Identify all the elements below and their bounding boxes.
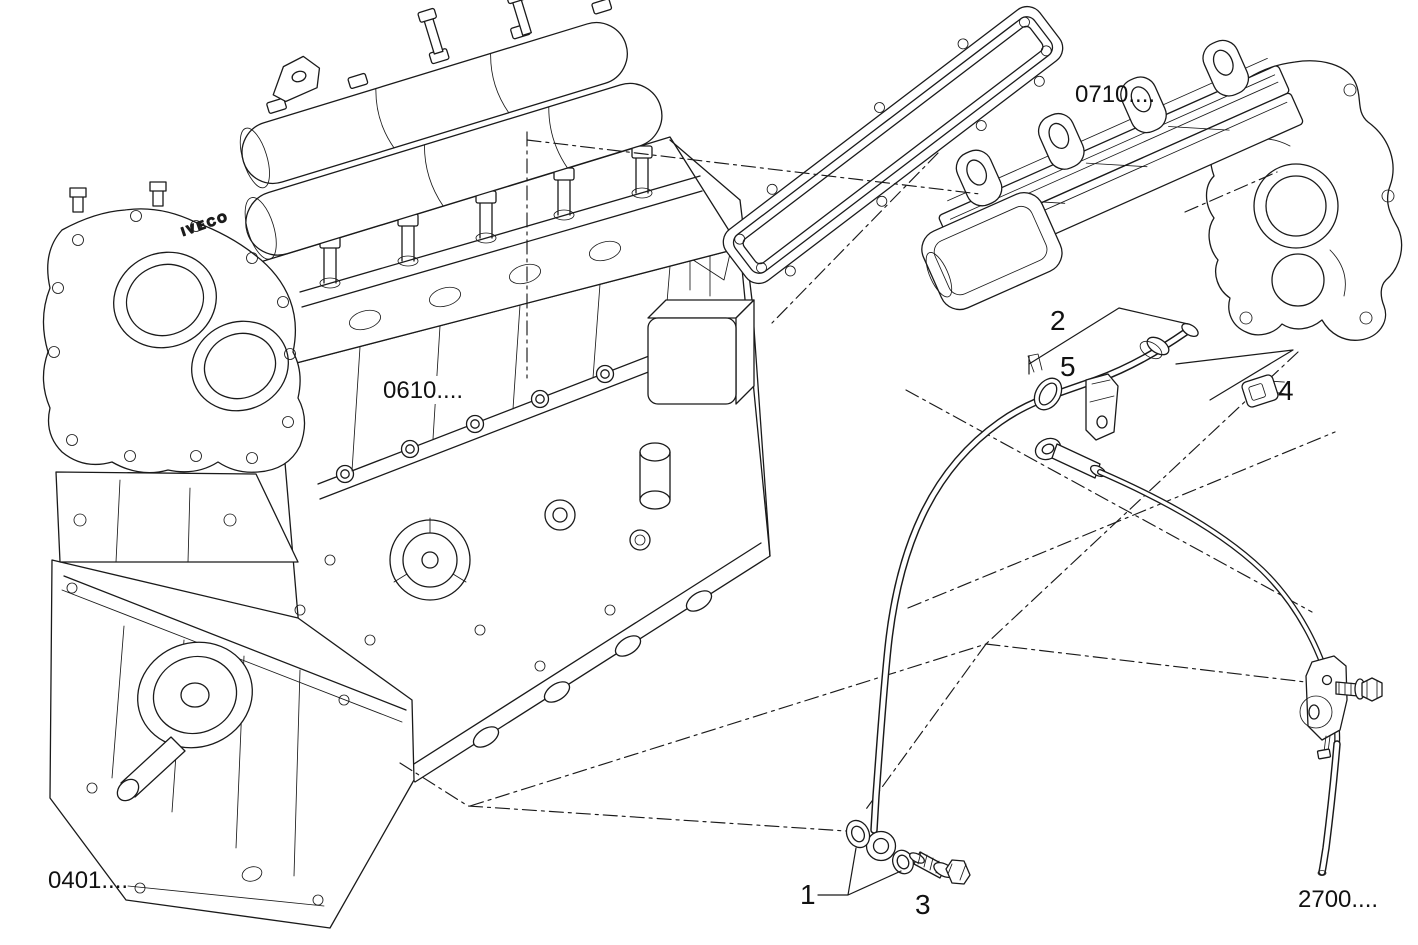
oil-sump-drawing [49,559,415,929]
guide-tube-bolt-drawing [1335,677,1383,702]
sealing-washer-b-drawing [891,849,915,875]
manifold-plenum-drawing [921,192,1063,311]
part-label-0401[interactable]: 0401.... [48,867,128,894]
callout-leader-lines [817,307,1294,896]
callout-3[interactable]: 3 [915,889,931,920]
front-cover-drawing [42,181,306,474]
retaining-clip-drawing [1241,374,1287,408]
hose-clamp-drawing [1027,353,1063,411]
cylinder-head-drawing [256,136,741,369]
banjo-fitting-drawing [865,830,897,862]
callout-2[interactable]: 2 [1050,305,1066,336]
part-label-0710[interactable]: 0710.... [1075,81,1155,108]
clamp-bracket-drawing [1085,373,1119,441]
pipe-nipple-drawing [1139,322,1199,360]
dipstick-guide-tube-drawing [1299,655,1383,876]
callout-1[interactable]: 1 [800,879,816,910]
valve-cover-gasket-drawing [722,5,1064,285]
oil-dipstick-drawing [1034,437,1341,747]
callout-4[interactable]: 4 [1278,375,1294,406]
intake-manifold-drawing [921,39,1403,341]
lifting-bracket-drawing [272,55,321,103]
bracket-box-drawing [647,299,755,405]
banjo-bolt-drawing [909,851,971,885]
alignment-dash-lines [399,131,1357,832]
guide-tube-flange-drawing [1299,655,1348,760]
part-label-2700[interactable]: 2700.... [1298,886,1378,913]
callout-5[interactable]: 5 [1060,351,1076,382]
valve-cover-drawing [239,0,663,260]
dipstick-grip-drawing [1051,443,1101,479]
manifold-clamp-towers-drawing [955,39,1250,207]
sealing-washer-a-drawing [845,819,871,849]
breather-pipe-drawing [845,322,1199,885]
part-label-0610[interactable]: 0610.... [383,377,463,404]
engine-assembly-drawing: IVECO [42,0,771,929]
